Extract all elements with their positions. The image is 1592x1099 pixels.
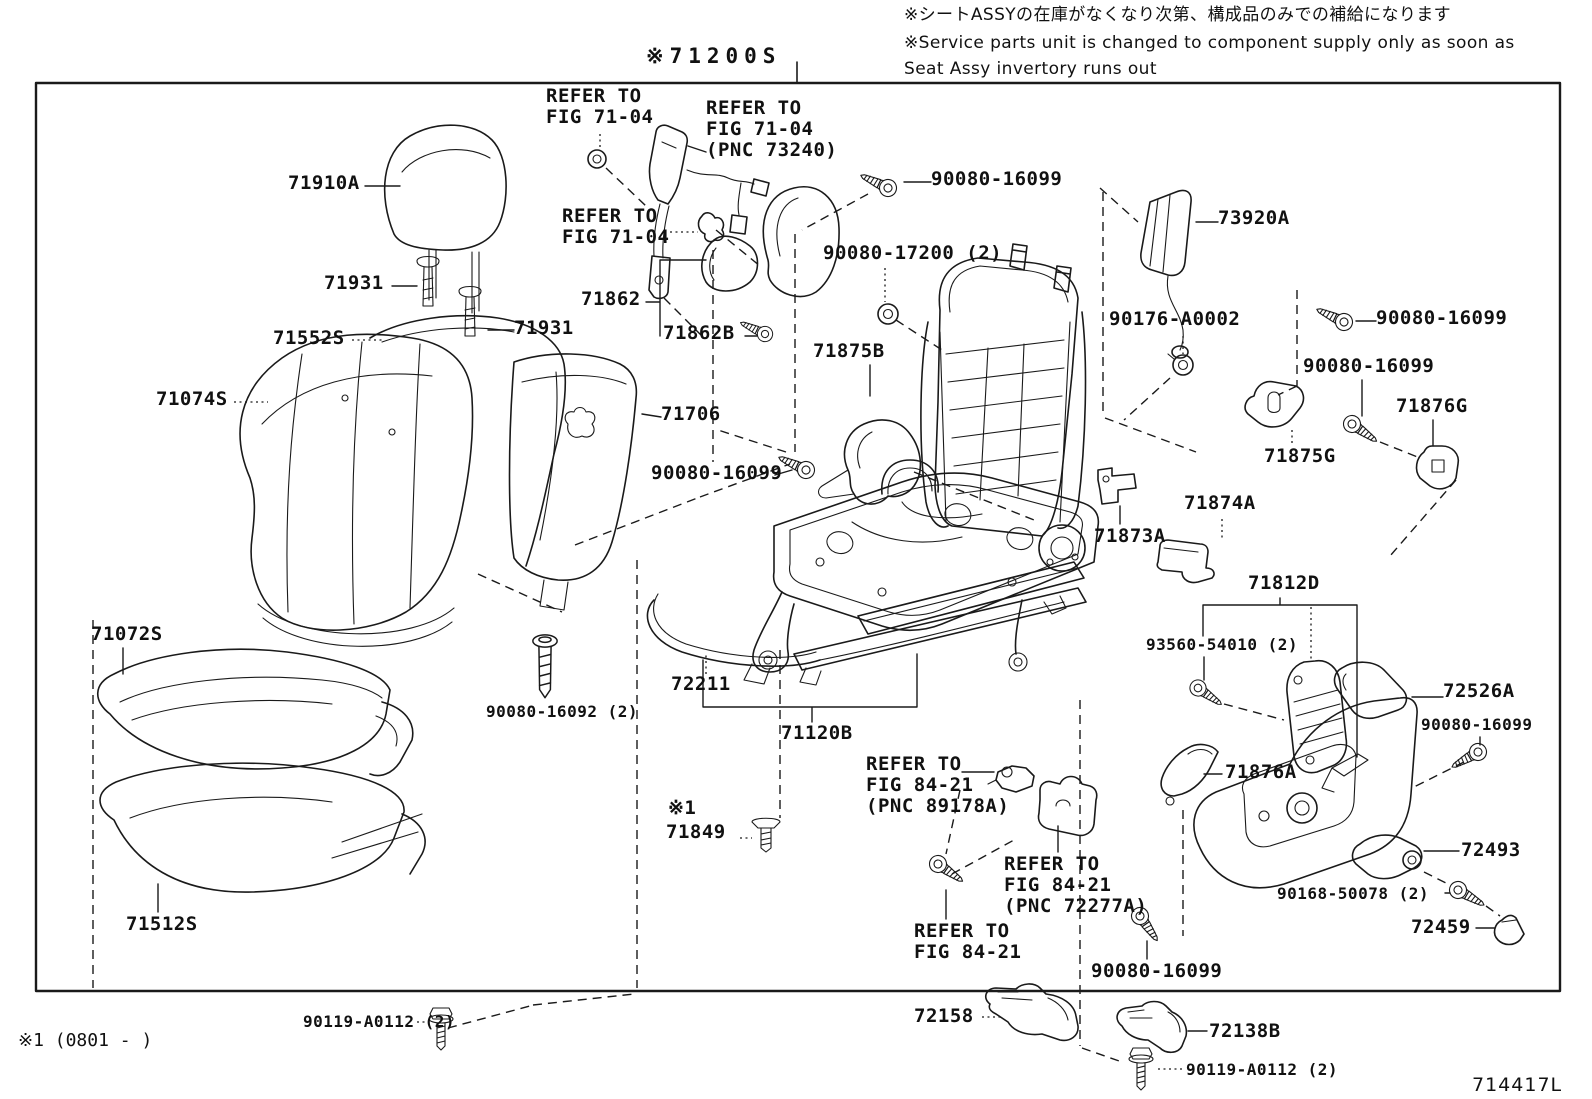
callout-refer-fig84-21-pnc72277a: REFER TO FIG 84-21 (PNC 72277A)	[1004, 853, 1148, 917]
callout-90119-a0112-right: 90119-A0112 (2)	[1186, 1060, 1338, 1079]
callout-72493: 72493	[1461, 839, 1521, 861]
callout-71706: 71706	[661, 403, 721, 425]
callout-71876g: 71876G	[1396, 395, 1468, 417]
callout-90119-a0112-left: 90119-A0112 (2)	[303, 1012, 455, 1031]
callout-footnote-mark: ※1	[668, 797, 697, 819]
callout-71910a: 71910A	[288, 172, 360, 194]
callout-71074s: 71074S	[156, 388, 228, 410]
part-switch-bracket	[987, 765, 1098, 837]
callout-93560-54010: 93560-54010 (2)	[1146, 635, 1298, 654]
part-71862-covers	[701, 186, 840, 298]
part-cushion-pad	[99, 762, 426, 893]
callout-71873a: 71873A	[1094, 525, 1166, 547]
callout-71931-left: 71931	[324, 272, 384, 294]
diagram-border	[34, 61, 1562, 993]
callout-90080-16099-3: 90080-16099	[1303, 355, 1435, 377]
drawing-number: 714417L	[1472, 1074, 1563, 1096]
callout-73920a: 73920A	[1218, 207, 1290, 229]
callout-refer-fig71-04-pnc73240: REFER TO FIG 71-04 (PNC 73240)	[706, 97, 838, 161]
part-brackets-right	[1097, 380, 1460, 584]
callout-71862b: 71862B	[663, 322, 735, 344]
callout-71552s: 71552S	[273, 327, 345, 349]
part-seatback-cover	[239, 314, 567, 647]
callout-71931-right: 71931	[514, 317, 574, 339]
callout-71072s: 71072S	[91, 623, 163, 645]
callout-refer-fig84-21: REFER TO FIG 84-21	[914, 920, 1022, 963]
callout-72459: 72459	[1411, 916, 1471, 938]
callout-refer-fig84-21-pnc89178a: REFER TO FIG 84-21 (PNC 89178A)	[866, 753, 1010, 817]
callout-90080-16099-1: 90080-16099	[931, 168, 1063, 190]
callout-71849: 71849	[666, 821, 726, 843]
leader-lines	[92, 134, 1501, 1070]
callout-90168-50078: 90168-50078 (2)	[1277, 884, 1429, 903]
callout-90080-16099-2: 90080-16099	[1376, 307, 1508, 329]
footnote-range: ※1 (0801 - )	[18, 1030, 153, 1051]
callout-72526a: 72526A	[1443, 680, 1515, 702]
note-japanese: ※シートASSYの在庫がなくなり次第、構成品のみでの補給になります	[904, 5, 1452, 25]
callout-90080-16099-4: 90080-16099	[651, 462, 783, 484]
part-cushion-frame	[743, 459, 1100, 686]
callout-90080-16099-6: 90080-16099	[1091, 960, 1223, 982]
callout-71874a: 71874A	[1184, 492, 1256, 514]
callout-71812d: 71812D	[1248, 572, 1320, 594]
part-71812d-cover	[1286, 659, 1348, 774]
callout-71512s: 71512S	[126, 913, 198, 935]
callout-90080-16099-5: 90080-16099	[1421, 715, 1533, 734]
part-belt-buckle	[587, 124, 770, 300]
callout-71120b: 71120B	[781, 722, 853, 744]
callout-90080-16092: 90080-16092 (2)	[486, 702, 638, 721]
part-bottom-brackets	[984, 983, 1188, 1054]
part-headrest	[383, 124, 507, 337]
part-seatback-frame	[877, 243, 1087, 537]
callout-71875b: 71875B	[813, 340, 885, 362]
callout-71875g: 71875G	[1264, 445, 1336, 467]
callout-90176-a0002: 90176-A0002	[1109, 308, 1241, 330]
part-71875b-cover	[817, 419, 922, 505]
callout-72211: 72211	[671, 673, 731, 695]
callout-refer-fig71-04-2: REFER TO FIG 71-04	[562, 205, 670, 248]
callout-72138b: 72138B	[1209, 1020, 1281, 1042]
callout-71862: 71862	[581, 288, 641, 310]
part-cushion-cover	[96, 648, 414, 777]
part-airbag	[1140, 189, 1194, 376]
note-english-2: Seat Assy invertory runs out	[904, 59, 1157, 79]
part-seatback-board	[508, 353, 638, 611]
fasteners	[428, 167, 1491, 1091]
callout-72158: 72158	[914, 1005, 974, 1027]
assembly-code: ※71200S	[646, 44, 782, 68]
note-english-1: ※Service parts unit is changed to compon…	[904, 33, 1515, 53]
part-side-shield	[1160, 661, 1525, 946]
callout-90080-17200: 90080-17200 (2)	[823, 242, 1003, 264]
callout-refer-fig71-04-1: REFER TO FIG 71-04	[546, 85, 654, 128]
part-72211-wire	[646, 593, 1065, 667]
callout-71876a: 71876A	[1225, 761, 1297, 783]
